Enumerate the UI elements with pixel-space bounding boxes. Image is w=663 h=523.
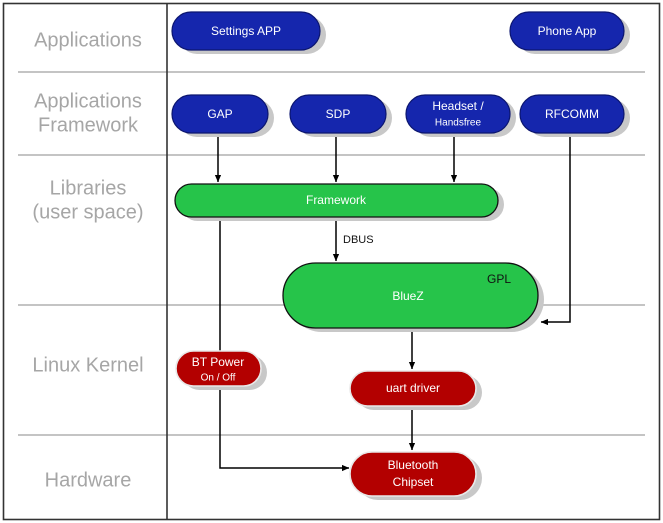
- layer-label-applications-framework: Applications: [34, 90, 142, 112]
- node-label-bt-power: BT Power: [192, 355, 244, 369]
- node-phone-app[interactable]: Phone App: [509, 11, 630, 54]
- node-badge-bluez-gpl: GPL: [487, 272, 511, 286]
- node-label-framework: Framework: [306, 193, 367, 207]
- node-uart-driver[interactable]: uart driver: [349, 370, 482, 410]
- layer-label-hardware: Hardware: [45, 469, 132, 491]
- node-label-bt-power-line2: On / Off: [201, 373, 236, 384]
- node-gap[interactable]: GAP: [171, 94, 274, 137]
- node-label-gap: GAP: [207, 107, 232, 121]
- edge-framework-to-bluetooth-chipset: [219, 217, 350, 472]
- node-label-headset-handsfree-line2: Handsfree: [435, 118, 482, 129]
- node-label-sdp: SDP: [326, 107, 351, 121]
- node-framework[interactable]: Framework: [174, 183, 504, 221]
- layer-label-linux-kernel: Linux Kernel: [32, 354, 143, 376]
- node-label-headset-handsfree: Headset /: [432, 99, 484, 113]
- node-rfcomm[interactable]: RFCOMM: [519, 94, 630, 137]
- node-sdp[interactable]: SDP: [289, 94, 392, 137]
- node-label-uart-driver: uart driver: [386, 381, 440, 395]
- node-bluez[interactable]: GPL BlueZ: [282, 262, 544, 332]
- layer-label-libraries-line2: (user space): [32, 201, 143, 223]
- edge-rfcomm-to-bluez: [540, 137, 571, 326]
- layer-label-applications-framework-line2: Framework: [38, 114, 139, 136]
- layer-label-applications: Applications: [34, 29, 142, 51]
- node-bt-power[interactable]: BT Power On / Off: [175, 350, 267, 390]
- node-label-bluetooth-chipset-line2: Chipset: [393, 475, 434, 489]
- node-label-rfcomm: RFCOMM: [545, 107, 599, 121]
- node-settings-app[interactable]: Settings APP: [171, 11, 326, 54]
- node-label-bluez: BlueZ: [392, 289, 423, 303]
- edge-label-dbus: DBUS: [343, 234, 374, 246]
- node-headset-handsfree[interactable]: Headset / Handsfree: [405, 94, 516, 137]
- node-label-settings-app: Settings APP: [211, 24, 281, 38]
- node-bluetooth-chipset[interactable]: Bluetooth Chipset: [349, 451, 482, 500]
- node-label-bluetooth-chipset: Bluetooth: [388, 458, 439, 472]
- layer-label-libraries: Libraries: [50, 177, 127, 199]
- node-label-phone-app: Phone App: [538, 24, 597, 38]
- edge-framework-to-bluez: DBUS: [332, 217, 374, 262]
